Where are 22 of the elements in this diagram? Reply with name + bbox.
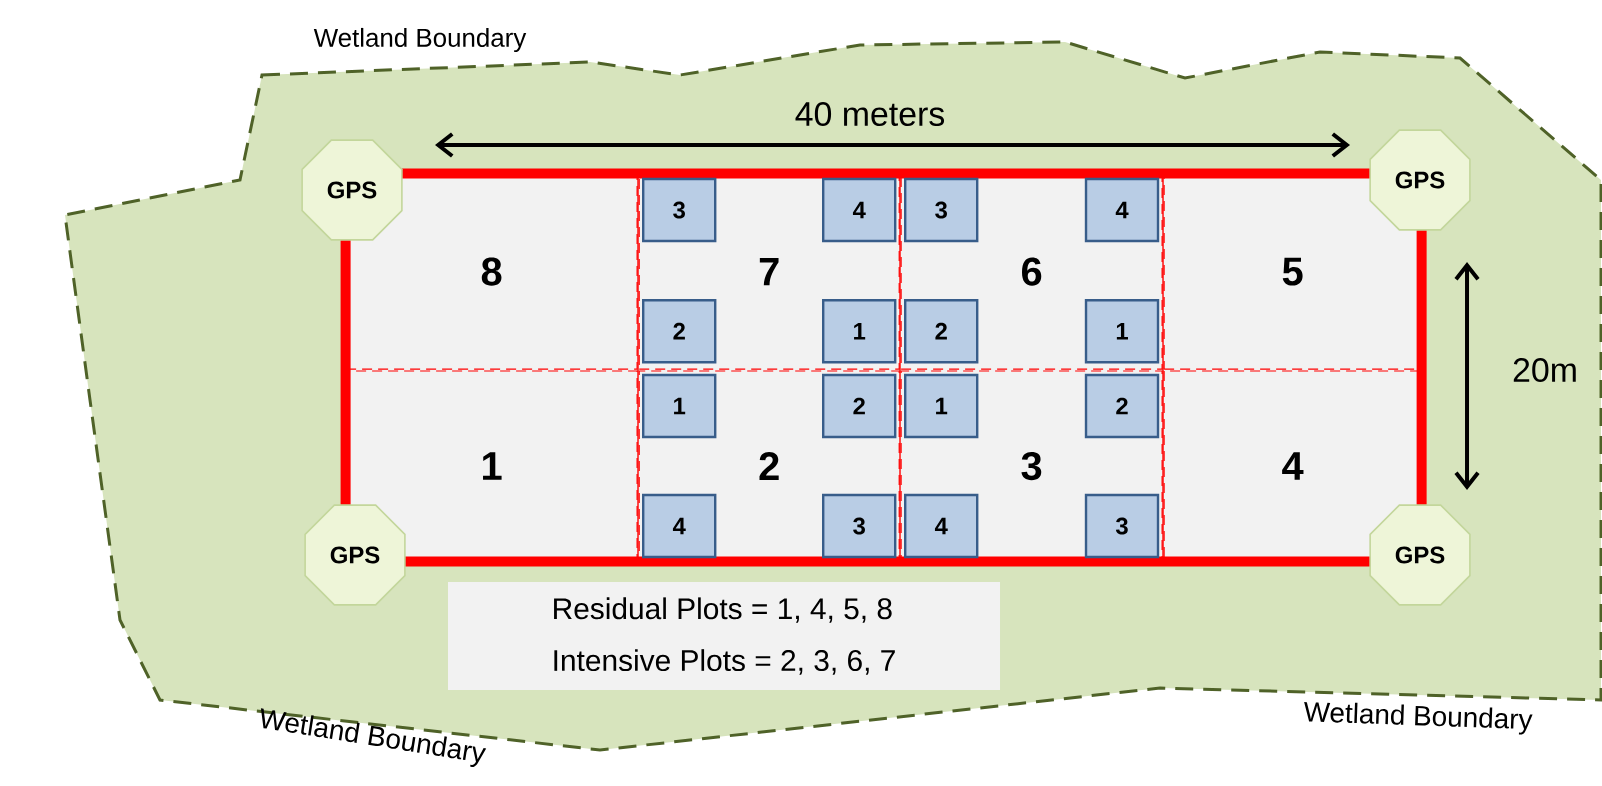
dimension-label: 40 meters [795,102,945,126]
note-box: Residual Plots = 1, 4, 5, 8 Intensive Plots = 2, 3, 6, 7 [448,582,1000,690]
subplot-square: 4 [1084,177,1160,243]
boundary-label: Wetland Boundary [260,708,487,768]
subplot-square: 3 [642,177,717,243]
subplot-square: 2 [904,299,979,364]
subplot-square: 3 [904,177,979,243]
subplot-square: 1 [822,299,897,364]
dimension-label: 20m [1513,358,1576,382]
subplot-square: 2 [822,373,897,439]
subplot-square: 4 [822,177,897,243]
subplot-square: 1 [904,373,979,439]
subplot-square: 1 [642,373,717,439]
subplot-square: 2 [1084,373,1160,439]
subplot-square: 4 [904,493,979,559]
subplot-square: 3 [822,493,897,559]
boundary-label: Wetland Boundary [1304,702,1533,735]
boundary-label: Wetland Boundary [313,27,527,53]
subplot-square: 3 [1084,493,1160,559]
subplot-square: 4 [642,493,717,559]
subplot-square: 1 [1084,299,1160,364]
subplot-square: 2 [642,299,717,364]
